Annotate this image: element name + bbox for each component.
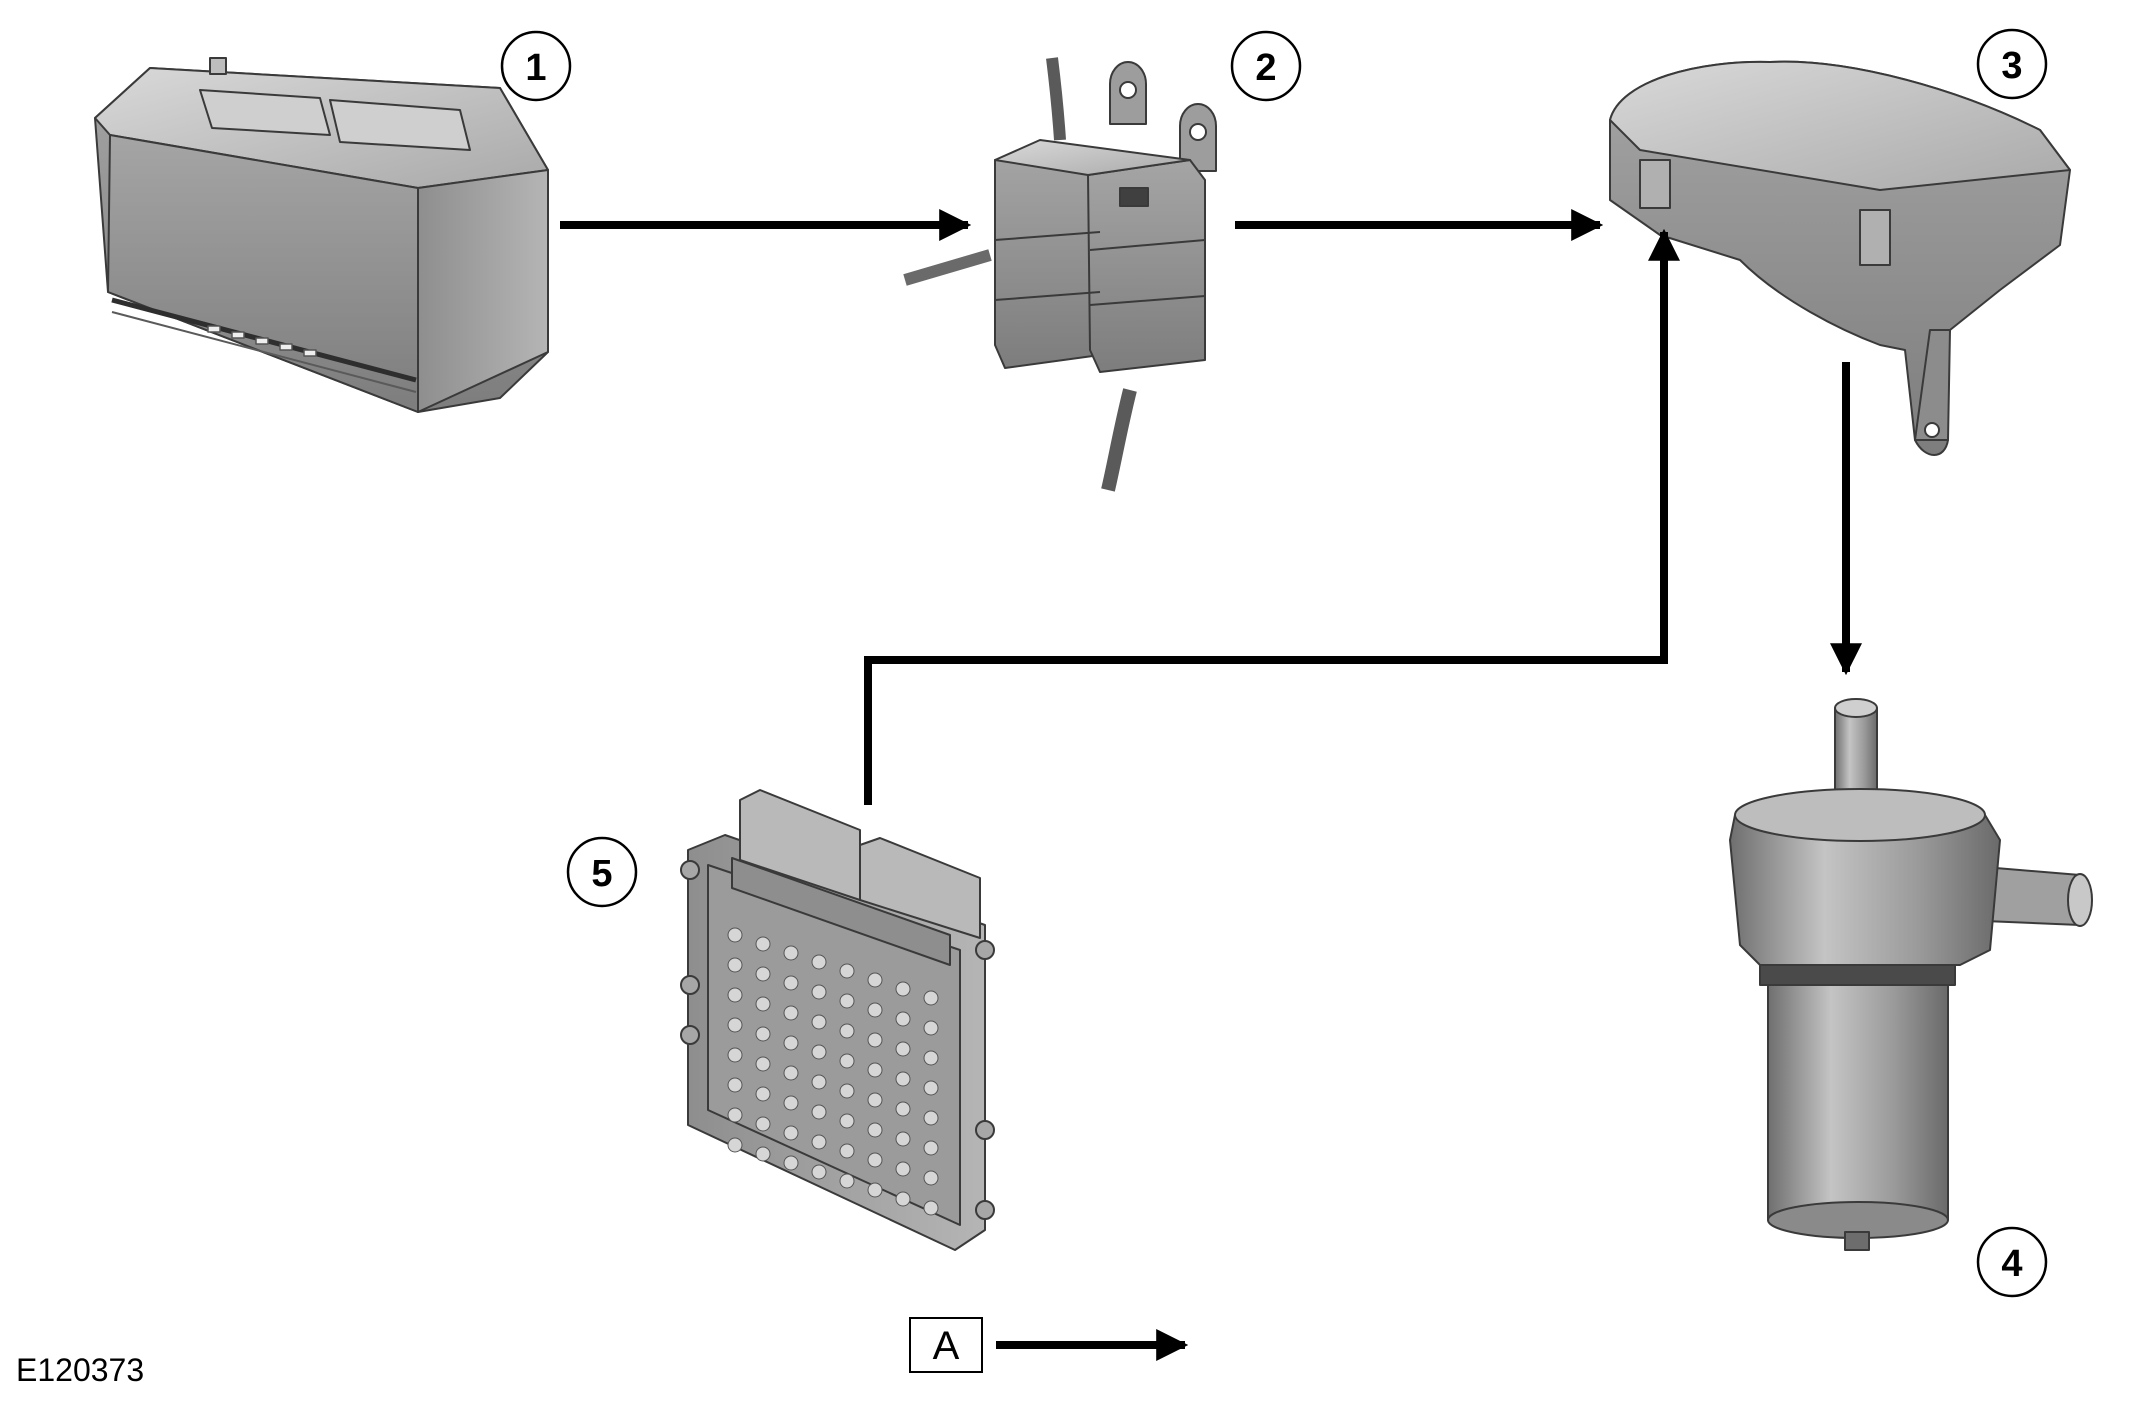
arrow-5-to-3: [864, 228, 1680, 805]
module-face-dot: [895, 1041, 911, 1057]
module-face-dot: [727, 1047, 743, 1063]
module-face-dot: [895, 1191, 911, 1207]
callout-1: 1: [500, 30, 572, 102]
module-face-dot: [867, 1032, 883, 1048]
module-face-dot: [783, 975, 799, 991]
module-face-dot: [811, 1104, 827, 1120]
callout-2: 2: [1230, 30, 1302, 102]
module-face-dot: [839, 1053, 855, 1069]
module-face-dot: [783, 1125, 799, 1141]
svg-text:1: 1: [525, 47, 546, 89]
module-face-dot: [867, 1062, 883, 1078]
module-face-dot: [783, 1035, 799, 1051]
module-face-dot: [755, 1116, 771, 1132]
module-face-dot: [783, 1065, 799, 1081]
module-face-dot: [727, 1107, 743, 1123]
module-face-dot: [755, 1146, 771, 1162]
svg-text:2: 2: [1255, 47, 1276, 89]
module-face-dot: [895, 981, 911, 997]
module-face-dot: [839, 1023, 855, 1039]
module-face-dot: [811, 984, 827, 1000]
pump-illustration: [1729, 698, 2093, 1251]
module-face-dot: [755, 1086, 771, 1102]
module-face-dot: [867, 972, 883, 988]
module-face-dot: [811, 1074, 827, 1090]
legend: A: [909, 1317, 1189, 1373]
module-face-dot: [923, 990, 939, 1006]
module-face-dot: [783, 1155, 799, 1171]
module-face-dot: [811, 1044, 827, 1060]
module-face-dot: [839, 1143, 855, 1159]
module-face-dot: [727, 1077, 743, 1093]
module-face-dot: [923, 1050, 939, 1066]
module-face-dot: [727, 957, 743, 973]
figure-id: E120373: [16, 1352, 145, 1388]
module-face-dot: [923, 1020, 939, 1036]
module-face-dot: [839, 993, 855, 1009]
module-face-dot: [867, 1002, 883, 1018]
connection-arrows: [560, 209, 1862, 805]
junction-box-illustration: [1609, 60, 2071, 456]
svg-text:5: 5: [591, 853, 612, 895]
module-face-dot: [811, 1014, 827, 1030]
module-face-dot: [923, 1140, 939, 1156]
module-face-dot: [727, 987, 743, 1003]
fuse-relay-illustration: [903, 57, 1217, 492]
module-face-dot: [867, 1092, 883, 1108]
callout-5: 5: [566, 836, 638, 908]
control-module-illustration: [680, 789, 995, 1251]
module-face-dot: [839, 1083, 855, 1099]
module-face-dot: [895, 1131, 911, 1147]
module-face-dot: [895, 1161, 911, 1177]
module-face-dot: [923, 1080, 939, 1096]
legend-key-box: [909, 1317, 983, 1373]
module-face-dot: [755, 966, 771, 982]
module-face-dot: [839, 1113, 855, 1129]
module-face-dot: [923, 1200, 939, 1216]
module-face-dot: [895, 1011, 911, 1027]
module-face-dot: [755, 996, 771, 1012]
svg-text:4: 4: [2001, 1243, 2022, 1285]
callout-4: 4: [1976, 1226, 2048, 1298]
module-face-dot: [811, 1164, 827, 1180]
module-face-dot: [783, 1005, 799, 1021]
module-face-dot: [923, 1110, 939, 1126]
module-face-dot: [727, 927, 743, 943]
module-face-dot: [895, 1101, 911, 1117]
module-face-dot: [783, 945, 799, 961]
module-face-dot: [727, 1137, 743, 1153]
module-face-dot: [811, 1134, 827, 1150]
module-face-dot: [727, 1017, 743, 1033]
module-face-dot: [867, 1122, 883, 1138]
module-face-dot: [867, 1152, 883, 1168]
module-face-dot: [755, 1026, 771, 1042]
legend-key-label: A: [933, 1324, 960, 1368]
callout-3: 3: [1976, 28, 2048, 100]
svg-text:3: 3: [2001, 45, 2022, 87]
module-face-dot: [811, 954, 827, 970]
battery-illustration: [94, 57, 549, 413]
module-face-dot: [867, 1182, 883, 1198]
module-face-dot: [755, 1056, 771, 1072]
module-face-dot: [923, 1170, 939, 1186]
module-face-dot: [755, 936, 771, 952]
module-face-dot: [839, 963, 855, 979]
module-face-dot: [839, 1173, 855, 1189]
module-face-dot: [895, 1071, 911, 1087]
module-face-dot: [783, 1095, 799, 1111]
